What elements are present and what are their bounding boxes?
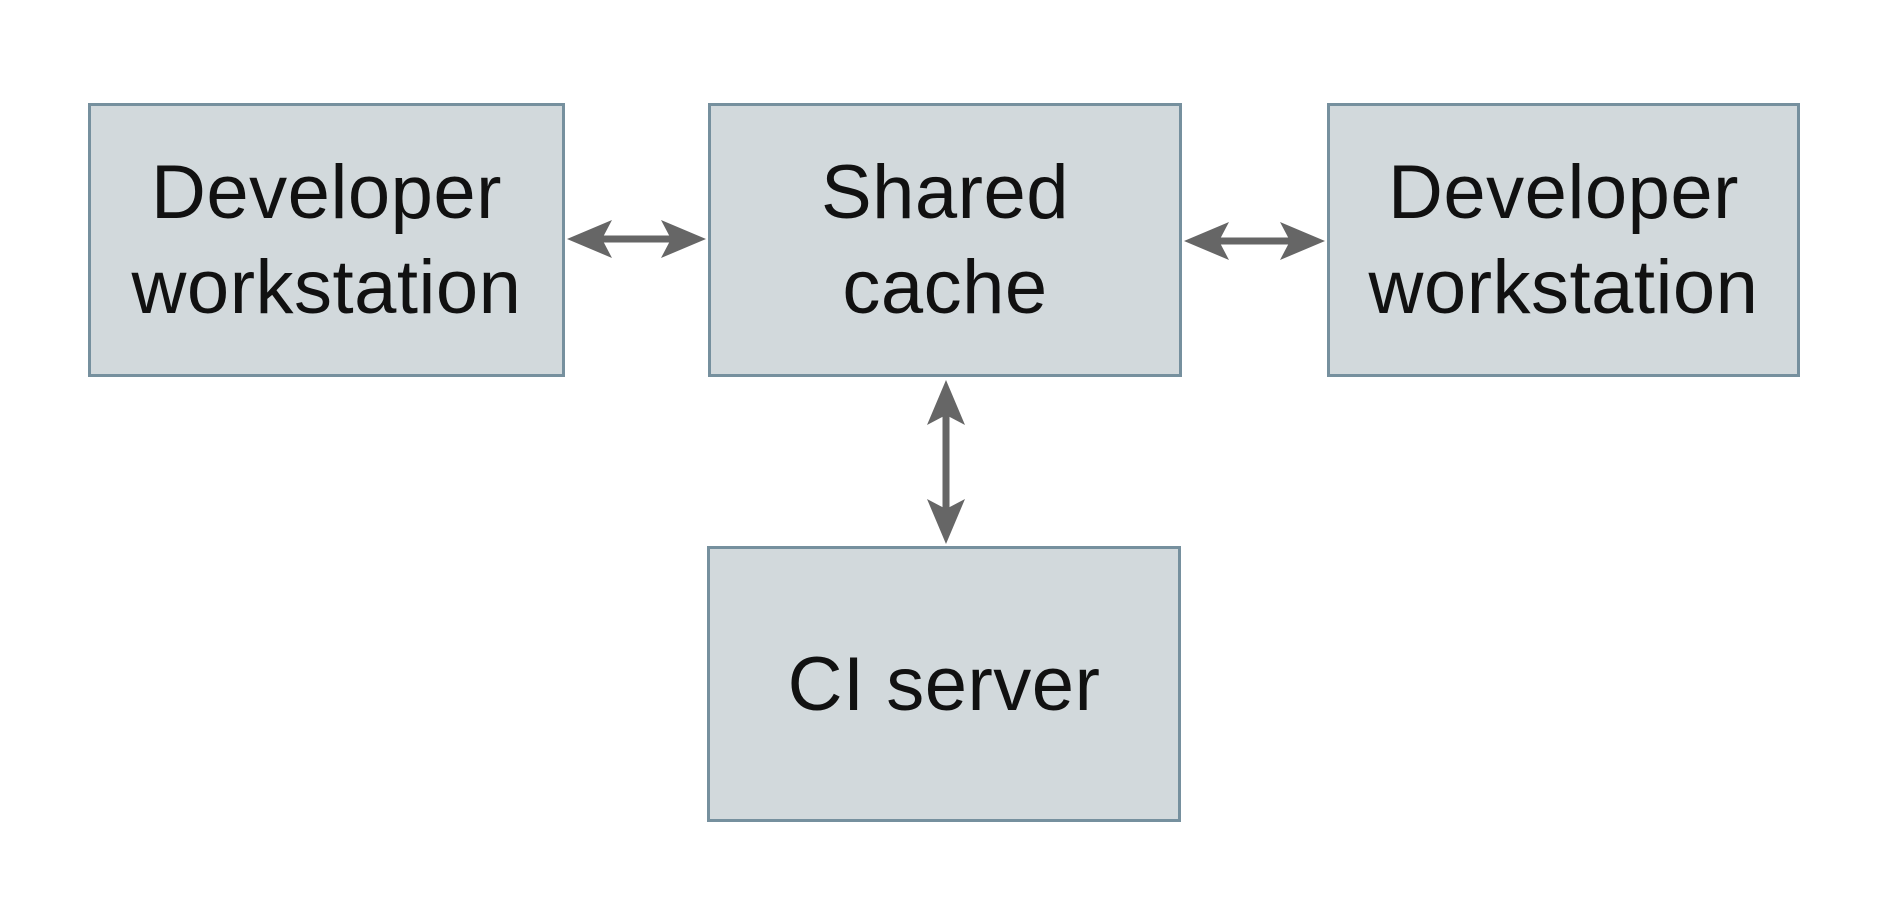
- node-label: Developer workstation: [131, 150, 522, 330]
- double-arrow-cache-to-ci-server: [924, 379, 968, 545]
- node-label: CI server: [787, 641, 1101, 727]
- node-ci-server: CI server: [707, 546, 1181, 822]
- node-shared-cache: Shared cache: [708, 103, 1182, 377]
- double-arrow-left-workstation-to-cache: [566, 217, 707, 261]
- node-label: Shared cache: [820, 150, 1070, 330]
- node-label: Developer workstation: [1368, 150, 1759, 330]
- double-arrow-horizontal-icon: [567, 220, 706, 258]
- double-arrow-horizontal-icon: [1184, 222, 1325, 260]
- node-developer-workstation-right: Developer workstation: [1327, 103, 1800, 377]
- double-arrow-cache-to-right-workstation: [1183, 219, 1326, 263]
- double-arrow-vertical-icon: [927, 380, 965, 544]
- node-developer-workstation-left: Developer workstation: [88, 103, 565, 377]
